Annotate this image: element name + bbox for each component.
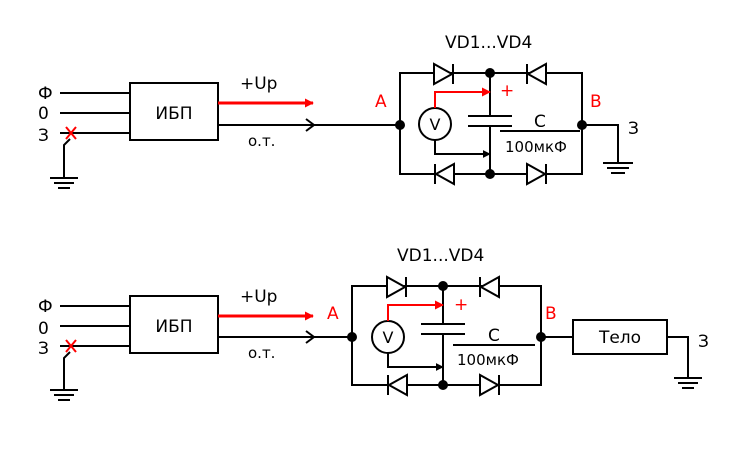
positive-label: +Uр	[240, 74, 277, 94]
cap-plus: +	[500, 81, 514, 101]
node-a	[347, 332, 357, 342]
body-box	[572, 319, 668, 355]
return-label: о.т.	[248, 344, 275, 362]
voltmeter-negative-lead	[434, 140, 491, 158]
node-b-label: В	[545, 304, 557, 324]
bridge-label: VD1...VD4	[397, 246, 484, 266]
ground-symbol-icon	[674, 377, 702, 389]
cap-plus: +	[454, 295, 468, 315]
input-label-neutral: 0	[38, 319, 49, 339]
ups-label: ИБП	[155, 104, 192, 124]
positive-label: +Uр	[240, 287, 277, 307]
b-ground-wire	[582, 124, 619, 163]
voltmeter-positive-lead	[434, 87, 491, 108]
input-label-phase: Ф	[38, 84, 53, 104]
disconnect-cross-icon	[65, 126, 77, 140]
ups-box	[129, 82, 219, 141]
voltmeter-label: V	[383, 328, 394, 347]
cap-value: 100мкФ	[505, 138, 567, 156]
diode-vd2-icon	[478, 275, 500, 299]
diode-vd3-icon	[386, 373, 408, 397]
ground-symbol-icon	[50, 351, 78, 401]
node-a	[395, 120, 405, 130]
body-ground-wire	[667, 336, 689, 378]
node-a-label: А	[375, 92, 387, 112]
voltmeter-label: V	[430, 115, 441, 134]
return-label: о.т.	[248, 132, 275, 150]
ground-symbol-icon	[50, 138, 78, 189]
diode-vd1-icon	[386, 275, 408, 299]
return-arrow-icon	[305, 118, 316, 132]
cap-label: С	[534, 112, 546, 132]
node-a-label: А	[327, 304, 339, 324]
input-label-earth: З	[38, 339, 49, 359]
ups-box	[129, 295, 219, 354]
body-label: Тело	[598, 328, 641, 348]
diode-vd2-icon	[525, 62, 547, 86]
circuit-1: Ф 0 З ИБП +Uр о.т. А VD1...VD4	[38, 33, 639, 189]
bridge-label: VD1...VD4	[445, 33, 532, 53]
ground-label: З	[628, 119, 639, 139]
circuit-2: Ф 0 З ИБП +Uр о.т. А VD1...VD4	[38, 246, 709, 401]
input-label-earth: З	[38, 126, 49, 146]
disconnect-cross-icon	[65, 339, 77, 353]
ups-label: ИБП	[155, 317, 192, 337]
cap-label: С	[488, 326, 500, 346]
diode-vd3-icon	[433, 162, 455, 186]
capacitor-icon	[421, 286, 465, 385]
diode-vd1-icon	[433, 62, 455, 86]
input-label-phase: Ф	[38, 297, 53, 317]
cap-value: 100мкФ	[457, 351, 519, 369]
ground-label: З	[698, 332, 709, 352]
diode-vd4-icon	[479, 373, 501, 397]
return-arrow-icon	[305, 330, 316, 344]
input-label-neutral: 0	[38, 104, 49, 124]
diode-vd4-icon	[526, 162, 548, 186]
node-b-label: В	[590, 92, 602, 112]
voltmeter-positive-lead	[387, 300, 444, 321]
ground-symbol-icon	[603, 162, 633, 174]
voltmeter-negative-lead	[387, 353, 444, 371]
